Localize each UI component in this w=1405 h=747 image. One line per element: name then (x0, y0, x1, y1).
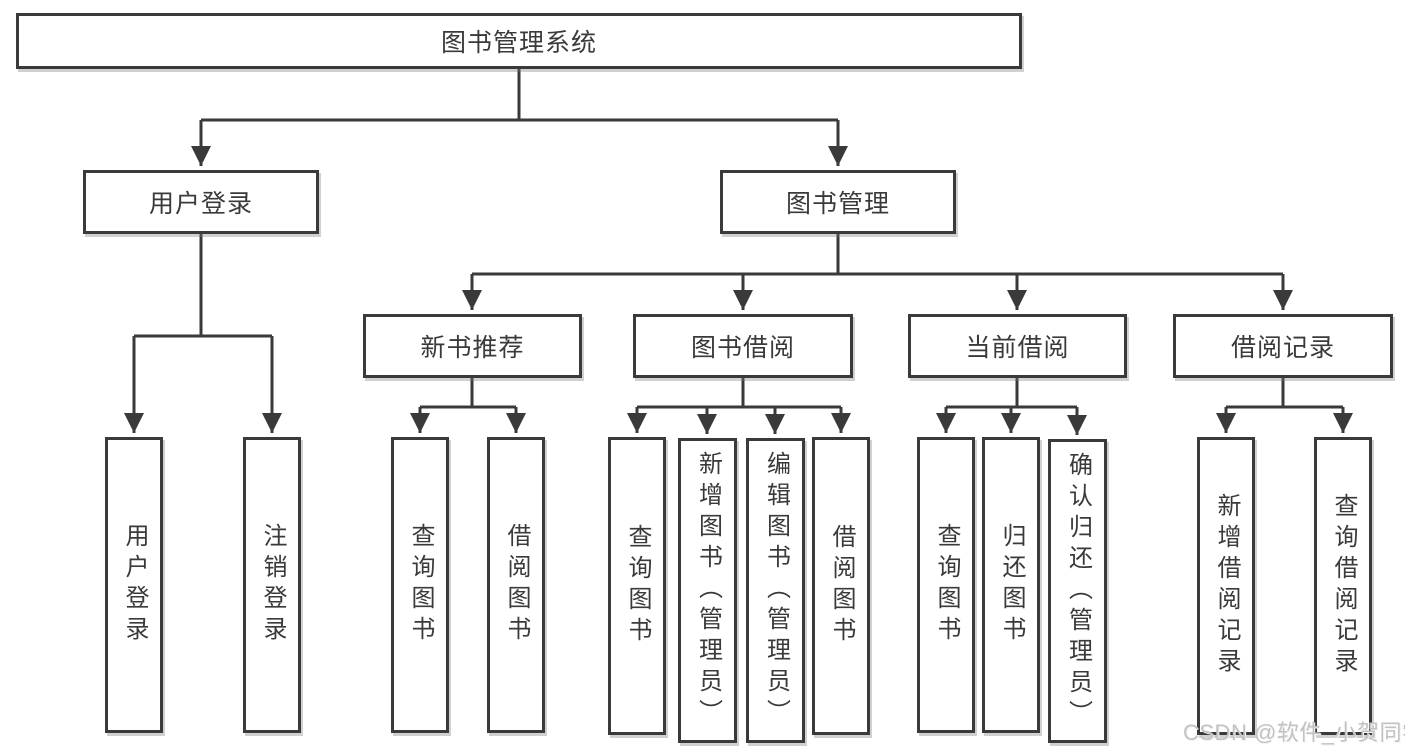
node-cb-return-label: 归还图书 (998, 523, 1025, 647)
node-logout-label: 注销登录 (259, 523, 286, 647)
node-cb-query: 查询图书 (917, 437, 975, 733)
node-bb-edit-label: 编辑图书（管理员） (762, 451, 790, 730)
node-logout: 注销登录 (243, 437, 301, 733)
node-cb-return: 归还图书 (982, 437, 1040, 733)
node-cb-query-label: 查询图书 (933, 523, 960, 647)
node-user-login: 用户登录 (83, 170, 319, 234)
node-root: 图书管理系统 (16, 13, 1022, 69)
watermark: CSDN @软件_小贺同学 (1183, 720, 1405, 745)
node-br-query: 查询借阅记录 (1314, 437, 1372, 735)
node-bb-edit: 编辑图书（管理员） (746, 438, 805, 743)
node-cb-confirm: 确认归还（管理员） (1048, 439, 1107, 743)
node-nbr-borrow-label: 借阅图书 (503, 523, 530, 647)
node-current-borrow: 当前借阅 (908, 314, 1127, 378)
node-br-add-label: 新增借阅记录 (1213, 493, 1240, 679)
node-bb-query-label: 查询图书 (624, 524, 651, 648)
node-bb-add: 新增图书（管理员） (678, 438, 737, 743)
node-bb-query: 查询图书 (608, 437, 666, 735)
node-user-login-child: 用户登录 (105, 437, 163, 733)
node-cb-confirm-label: 确认归还（管理员） (1064, 451, 1092, 731)
node-br-query-label: 查询借阅记录 (1330, 493, 1357, 679)
node-borrow-record: 借阅记录 (1173, 314, 1393, 378)
node-br-add: 新增借阅记录 (1197, 437, 1255, 735)
node-nbr-query: 查询图书 (391, 437, 449, 733)
node-bb-borrow: 借阅图书 (812, 437, 870, 735)
node-bb-borrow-label: 借阅图书 (828, 524, 855, 648)
node-bb-add-label: 新增图书（管理员） (694, 451, 722, 730)
node-book-mgmt: 图书管理 (720, 170, 956, 234)
node-new-book-rec: 新书推荐 (363, 314, 582, 378)
node-nbr-query-label: 查询图书 (407, 523, 434, 647)
node-nbr-borrow: 借阅图书 (487, 437, 545, 733)
node-book-borrow: 图书借阅 (633, 314, 853, 378)
node-user-login-child-label: 用户登录 (121, 523, 148, 647)
